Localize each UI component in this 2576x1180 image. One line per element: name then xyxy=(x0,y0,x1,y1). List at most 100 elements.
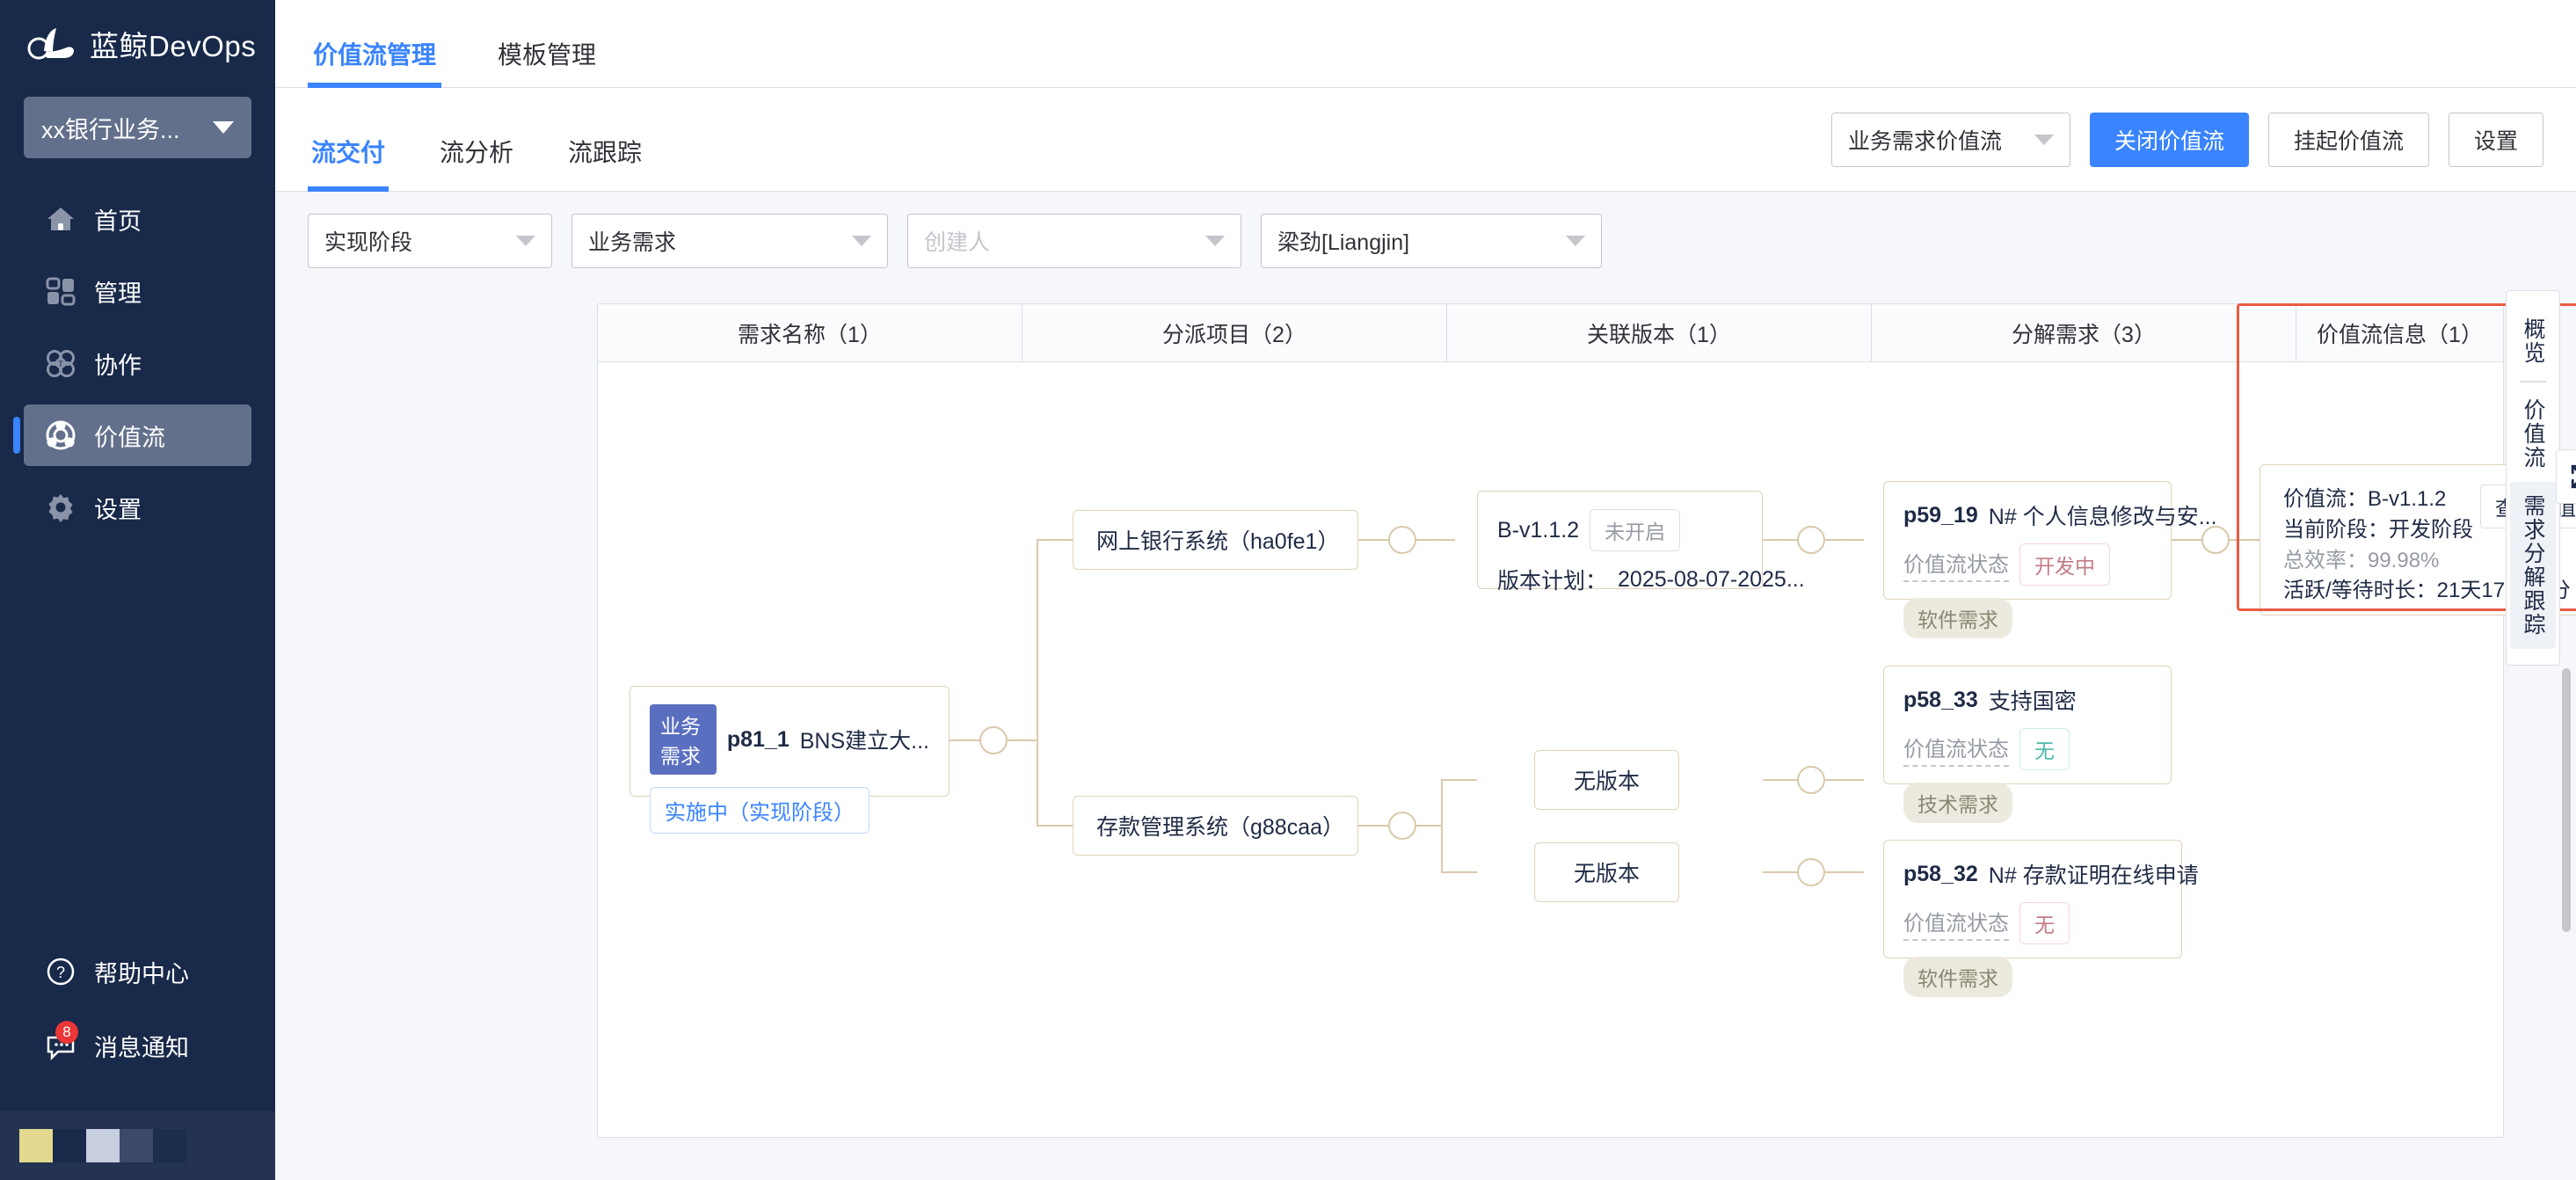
palette-swatch xyxy=(53,1129,86,1162)
decomposed-requirement-node[interactable]: p59_19 N# 个人信息修改与安... 价值流状态 开发中 软件需求 xyxy=(1883,481,2217,638)
atom-collaborate-icon: T xyxy=(45,347,76,379)
gear-icon xyxy=(45,492,76,523)
color-palette-strip xyxy=(0,1111,275,1180)
subtab-flow-delivery[interactable]: 流交付 xyxy=(308,134,389,192)
filter-bar: 实现阶段 业务需求 创建人 梁劲[Liangjin] xyxy=(275,192,2576,290)
home-icon xyxy=(45,203,76,235)
decomposed-requirement-node[interactable]: p58_32 N# 存款证明在线申请 价值流状态 无 软件需求 xyxy=(1883,840,2199,997)
graph-connectors xyxy=(950,526,2259,886)
sidebar-item-value-stream[interactable]: 价值流 xyxy=(13,404,251,466)
version-node[interactable]: 无版本 xyxy=(1534,750,1679,810)
right-rail: 概览 价值流 需求分解跟踪 xyxy=(2506,290,2560,666)
suspend-value-stream-button[interactable]: 挂起价值流 xyxy=(2267,112,2429,167)
project-node[interactable]: 网上银行系统（ha0fe1） xyxy=(1073,510,1358,570)
sidebar-item-label: 首页 xyxy=(94,208,142,235)
column-header-requirement-name: 需求名称（1） xyxy=(598,304,1022,362)
column-header-decomposed-requirement: 分解需求（3） xyxy=(1872,304,2296,362)
header-tabs: 价值流管理 模板管理 xyxy=(275,0,2576,88)
caret-down-icon xyxy=(2034,134,2054,145)
tab-template-management[interactable]: 模板管理 xyxy=(498,41,597,69)
decomposed-category-tag: 技术需求 xyxy=(1903,783,2012,823)
requirement-node-title-row: 业务需求 p81_1 BNS建立大... xyxy=(650,704,929,775)
rail-item-requirement-decomposition-tracking[interactable]: 需求分解跟踪 xyxy=(2510,482,2556,649)
project-node-title: 网上银行系统（ha0fe1） xyxy=(1096,529,1340,554)
decomposed-requirement-node[interactable]: p58_33 支持国密 价值流状态 无 技术需求 xyxy=(1883,666,2172,823)
value-stream-select[interactable]: 业务需求价值流 xyxy=(1830,112,2070,167)
requirement-status-row: 实施中（实现阶段） xyxy=(650,787,929,834)
filter-owner-value: 梁劲[Liangjin] xyxy=(1277,230,1410,255)
column-header-related-version: 关联版本（1） xyxy=(1447,304,1872,362)
main-content: 价值流管理 模板管理 流交付 流分析 流跟踪 业务需求价值流 关闭价值流 挂起价… xyxy=(275,0,2576,1180)
whale-cloud-logo-icon xyxy=(26,25,77,63)
palette-swatch xyxy=(19,1129,53,1162)
project-node[interactable]: 存款管理系统（g88caa） xyxy=(1073,796,1358,856)
decomposed-state-row: 价值流状态 无 xyxy=(1903,902,2162,944)
filter-stage[interactable]: 实现阶段 xyxy=(308,214,552,268)
vertical-scrollbar[interactable] xyxy=(2562,668,2571,932)
decomposed-name: N# 个人信息修改与安... xyxy=(1988,505,2217,529)
decomposed-title-row: p59_19 N# 个人信息修改与安... xyxy=(1903,499,2217,531)
board-panel: 需求名称（1） 分派项目（2） 关联版本（1） 分解需求（3） 价值流信息（1） xyxy=(597,303,2576,1138)
subtab-flow-analysis[interactable]: 流分析 xyxy=(440,138,514,166)
sidebar-item-home[interactable]: 首页 xyxy=(24,188,251,250)
sidebar-item-collaboration[interactable]: T 协作 xyxy=(24,332,251,394)
filter-creator[interactable]: 创建人 xyxy=(907,214,1241,268)
decomposed-category-row: 软件需求 xyxy=(1903,957,2162,997)
sidebar-item-help-center[interactable]: ? 帮助中心 xyxy=(24,941,251,1002)
value-stream-state-tag: 开发中 xyxy=(2019,543,2110,586)
tab-value-stream-management[interactable]: 价值流管理 xyxy=(308,36,442,88)
value-stream-state-tag: 无 xyxy=(2019,902,2070,944)
board-column-headers: 需求名称（1） 分派项目（2） 关联版本（1） 分解需求（3） 价值流信息（1） xyxy=(598,304,2503,362)
palette-swatch xyxy=(120,1129,153,1162)
filter-owner[interactable]: 梁劲[Liangjin] xyxy=(1261,214,1602,268)
close-value-stream-button[interactable]: 关闭价值流 xyxy=(2089,112,2249,167)
settings-button[interactable]: 设置 xyxy=(2448,112,2543,167)
caret-down-icon xyxy=(1566,236,1585,246)
version-name: 无版本 xyxy=(1573,769,1640,794)
sidebar-nav: 首页 管理 xyxy=(0,183,275,543)
sub-header: 流交付 流分析 流跟踪 业务需求价值流 关闭价值流 挂起价值流 设置 xyxy=(275,88,2576,192)
rail-item-value-stream[interactable]: 价值流 xyxy=(2521,398,2545,470)
sidebar-item-label: 管理 xyxy=(94,280,142,307)
requirement-node[interactable]: 业务需求 p81_1 BNS建立大... 实施中（实现阶段） xyxy=(629,686,950,834)
caret-down-icon xyxy=(516,236,535,246)
value-stream-state-label: 价值流状态 xyxy=(1903,547,2009,582)
decomposed-state-row: 价值流状态 开发中 xyxy=(1903,543,2151,586)
rail-item-overview[interactable]: 概览 xyxy=(2521,317,2545,365)
decomposed-name: 支持国密 xyxy=(1988,689,2077,714)
sidebar-item-label: 协作 xyxy=(94,352,142,379)
value-stream-board: 需求名称（1） 分派项目（2） 关联版本（1） 分解需求（3） 价值流信息（1） xyxy=(597,303,2576,1138)
notification-badge: 8 xyxy=(55,1021,78,1044)
sidebar-item-settings[interactable]: 设置 xyxy=(24,477,251,538)
palette-swatch xyxy=(153,1129,186,1162)
filter-requirement-type[interactable]: 业务需求 xyxy=(571,214,888,268)
decomposed-id: p58_32 xyxy=(1903,861,1978,886)
filter-creator-placeholder: 创建人 xyxy=(924,230,991,255)
version-status-tag: 未开启 xyxy=(1590,509,1681,551)
decomposed-name: N# 存款证明在线申请 xyxy=(1988,863,2199,888)
version-node[interactable]: 无版本 xyxy=(1534,842,1679,902)
brand: 蓝鲸DevOps xyxy=(0,0,275,88)
version-plan-label: 版本计划： xyxy=(1497,569,1608,594)
decomposed-title-row: p58_33 支持国密 xyxy=(1903,684,2151,716)
palette-swatch xyxy=(86,1129,120,1162)
decomposed-category-row: 软件需求 xyxy=(1903,598,2151,638)
sub-tabs: 流交付 流分析 流跟踪 xyxy=(308,88,693,192)
version-plan-row: 版本计划： 2025-08-07-2025... xyxy=(1497,564,1805,595)
project-selector[interactable]: xx银行业务... xyxy=(24,97,251,158)
subtab-flow-tracking[interactable]: 流跟踪 xyxy=(568,138,643,166)
sidebar-item-notifications[interactable]: 8 消息通知 xyxy=(24,1015,251,1076)
sidebar: 蓝鲸DevOps xx银行业务... 首页 xyxy=(0,0,275,1180)
expand-fullscreen-icon[interactable] xyxy=(2556,449,2576,504)
version-node[interactable]: B-v1.1.2 未开启 版本计划： 2025-08-07-2025... xyxy=(1477,491,1805,594)
value-stream-icon xyxy=(45,419,76,451)
sidebar-item-label: 设置 xyxy=(94,496,142,523)
decomposed-id: p58_33 xyxy=(1903,687,1978,712)
svg-text:T: T xyxy=(58,360,63,368)
sidebar-item-management[interactable]: 管理 xyxy=(24,260,251,322)
requirement-status-tag: 实施中（实现阶段） xyxy=(650,787,870,834)
project-node-title: 存款管理系统（g88caa） xyxy=(1096,815,1345,840)
decomposed-id: p59_19 xyxy=(1903,502,1978,528)
rail-divider xyxy=(2520,381,2546,382)
value-stream-info-line: 价值流：B-v1.1.2 xyxy=(2283,487,2447,511)
